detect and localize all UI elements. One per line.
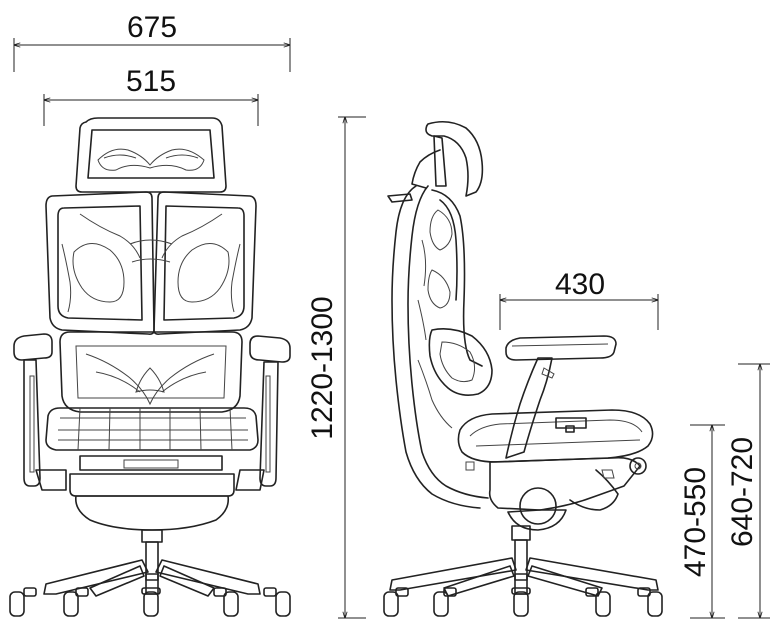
dim-seat-height: 470-550: [679, 425, 725, 618]
side-armrest: [505, 335, 617, 459]
side-gas-lift: [511, 525, 531, 581]
side-seat: [457, 409, 654, 463]
side-mechanism: [465, 456, 647, 531]
front-lumbar: [59, 331, 243, 413]
dim-armrest-height: 640-720: [726, 364, 770, 618]
chair-side-view: [383, 120, 663, 617]
seat-depth-label: 430: [555, 268, 605, 301]
overall-height-label: 1220-1300: [306, 296, 339, 439]
chair-front-view: [9, 117, 291, 617]
dim-seat-depth: 430: [500, 268, 658, 330]
seat-width-label: 515: [126, 65, 176, 98]
side-lumbar: [417, 328, 493, 429]
front-armrests: [13, 333, 291, 491]
seat-height-label: 470-550: [679, 467, 712, 577]
overall-width-label: 675: [127, 11, 177, 44]
side-headrest: [387, 120, 484, 203]
side-casters: [383, 587, 663, 617]
front-casters: [9, 587, 291, 617]
dim-overall-width: 675: [14, 11, 290, 72]
front-seat: [45, 407, 259, 451]
armrest-height-label: 640-720: [726, 437, 759, 547]
front-mechanism: [69, 455, 235, 531]
dim-seat-width: 515: [44, 65, 258, 126]
dim-overall-height: 1220-1300: [306, 117, 366, 618]
side-base: [389, 557, 659, 597]
side-backrest: [391, 185, 489, 509]
front-backrest: [45, 191, 257, 335]
front-headrest: [75, 117, 227, 193]
